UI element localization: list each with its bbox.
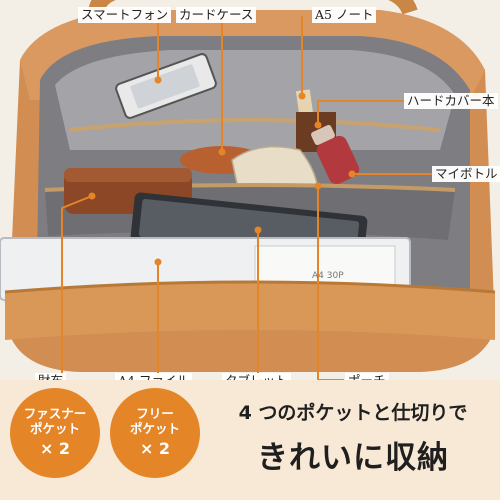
badge-free-count: × 2 bbox=[139, 439, 171, 458]
badge-free-line1: フリー bbox=[136, 406, 174, 421]
banner-title: きれいに収納 bbox=[257, 440, 449, 476]
bag-photo: A4 30P bbox=[0, 0, 500, 380]
smartphone-shape bbox=[115, 53, 217, 119]
file-label-text: A4 30P bbox=[312, 271, 344, 281]
bottle-shape bbox=[311, 124, 360, 185]
callout-card-case: カードケース bbox=[176, 7, 257, 23]
callout-smartphone: スマートフォン bbox=[78, 7, 172, 23]
callout-hardcover-book: ハードカバー本 bbox=[404, 93, 498, 109]
bag-illustration: A4 30P bbox=[0, 0, 496, 380]
badge-free-line2: ポケット bbox=[129, 421, 180, 436]
banner-subtitle: 4 つのポケットと仕切りで bbox=[238, 402, 468, 424]
callout-a5-note: A5 ノート bbox=[312, 7, 377, 23]
badge-free-pocket: フリー ポケット × 2 bbox=[110, 388, 200, 478]
badge-zipper-line1: ファスナー bbox=[23, 406, 87, 421]
badge-zipper-line2: ポケット bbox=[29, 421, 80, 436]
badge-zipper-pocket: ファスナー ポケット × 2 bbox=[10, 388, 100, 478]
callout-my-bottle: マイボトル bbox=[432, 166, 500, 182]
badge-zipper-count: × 2 bbox=[39, 439, 71, 458]
